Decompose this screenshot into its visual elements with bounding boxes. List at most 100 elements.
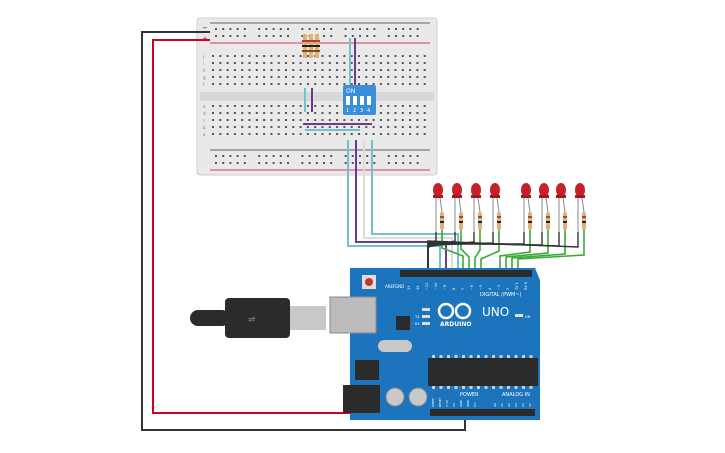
analog-label: ANALOG IN <box>502 392 530 398</box>
rail-hole <box>395 155 397 157</box>
breadboard-hole <box>299 62 302 64</box>
breadboard-hole <box>379 119 382 121</box>
rail-hole <box>366 162 369 164</box>
breadboard-hole <box>233 62 236 64</box>
gnd-label: GND <box>395 284 404 289</box>
breadboard-hole <box>299 83 302 85</box>
rail-hole <box>395 35 397 37</box>
led-lens[interactable] <box>490 183 500 197</box>
dip-switch[interactable]: ON 1 2 3 4 <box>343 85 376 115</box>
led-lens[interactable] <box>521 183 531 197</box>
breadboard-jumpers[interactable] <box>303 38 372 131</box>
led-1[interactable] <box>427 183 464 270</box>
green-led-wire[interactable] <box>441 230 464 270</box>
breadboard-hole <box>299 112 302 114</box>
breadboard-hole <box>255 69 258 71</box>
rail-hole <box>395 28 397 30</box>
breadboard-hole <box>336 76 339 78</box>
arduino-model: UNO <box>482 305 509 319</box>
power-analog-header[interactable] <box>430 409 535 416</box>
breadboard-hole <box>321 76 324 78</box>
rail-hole <box>323 35 325 37</box>
led-lens[interactable] <box>575 183 585 197</box>
breadboard-hole <box>372 55 375 57</box>
row-letter: h <box>203 68 206 73</box>
breadboard-hole <box>212 62 214 64</box>
arduino-usb-port <box>329 296 377 334</box>
black-ground-wire[interactable] <box>141 31 466 431</box>
chip-pin <box>477 355 480 358</box>
breadboard-hole <box>255 62 258 64</box>
breadboard-hole <box>343 126 346 128</box>
breadboard-hole <box>285 62 287 64</box>
usb-cable[interactable]: ⇌ <box>190 298 326 338</box>
led-5[interactable] <box>427 183 532 270</box>
dip-toggle-4[interactable] <box>367 96 371 105</box>
breadboard-hole <box>263 62 266 64</box>
dip-toggle-1[interactable] <box>346 96 350 105</box>
dip-toggle-2[interactable] <box>353 96 357 105</box>
led-lens[interactable] <box>556 183 566 197</box>
green-led-wire[interactable] <box>480 230 500 270</box>
breadboard-resistors[interactable] <box>302 34 320 58</box>
teal-signal-wire[interactable] <box>371 140 459 270</box>
rail-hole <box>416 155 419 157</box>
breadboard-hole <box>306 119 309 121</box>
digital-header[interactable] <box>400 270 532 277</box>
rail-hole <box>222 28 225 30</box>
usb-plug-metal <box>290 306 326 330</box>
breadboard-hole <box>292 69 295 71</box>
green-led-wire[interactable] <box>474 230 481 270</box>
purple-signal-wire[interactable] <box>355 140 447 270</box>
breadboard-hole <box>387 55 390 57</box>
white-signal-wire[interactable] <box>363 140 453 270</box>
breadboard-hole <box>387 62 390 64</box>
green-led-wire[interactable] <box>499 230 531 270</box>
led-array[interactable] <box>427 183 586 270</box>
breadboard-hole <box>358 119 360 121</box>
breadboard-hole <box>255 105 258 107</box>
digital-pin-label: 13 <box>407 286 411 290</box>
led-8[interactable] <box>427 183 586 270</box>
breadboard-hole <box>423 83 426 85</box>
led-lens[interactable] <box>433 183 443 197</box>
rail-hole <box>366 28 369 30</box>
reset-button-cap[interactable] <box>365 278 373 286</box>
rail-hole <box>402 155 405 157</box>
rx-led <box>422 322 430 325</box>
digital-pin-label: 7 <box>461 288 465 290</box>
led-leg <box>581 197 585 213</box>
chip-pin <box>462 386 465 389</box>
breadboard-hole <box>263 119 266 121</box>
signal-wires[interactable] <box>347 140 459 270</box>
breadboard-hole <box>401 83 404 85</box>
rail-hole <box>344 162 347 164</box>
green-led-wire[interactable] <box>505 230 549 270</box>
resistor-band <box>563 221 567 223</box>
digital-pin-label: ~5 <box>479 285 483 290</box>
dip-toggle-3[interactable] <box>360 96 364 105</box>
usb-plug-housing[interactable] <box>225 298 290 338</box>
black-led-ground-wire[interactable] <box>427 232 579 270</box>
green-led-wire[interactable] <box>460 230 470 270</box>
chip-pin <box>492 386 495 389</box>
breadboard-hole <box>241 105 244 107</box>
led-lens[interactable] <box>539 183 549 197</box>
digital-label: DIGITAL (PWM~) <box>480 292 522 298</box>
rail-hole <box>409 28 412 30</box>
row-letter: d <box>203 111 206 116</box>
teal-signal-wire[interactable] <box>347 140 441 270</box>
rail-hole <box>236 155 239 157</box>
led-lens[interactable] <box>452 183 462 197</box>
breadboard-hole <box>336 126 339 128</box>
green-led-wire[interactable] <box>517 230 585 270</box>
breadboard-hole <box>212 133 214 135</box>
breadboard-hole <box>416 105 419 107</box>
breadboard-hole <box>248 133 251 135</box>
led-lens[interactable] <box>471 183 481 197</box>
digital-pin-label: ~11 <box>425 283 429 290</box>
green-led-wire[interactable] <box>511 230 566 270</box>
